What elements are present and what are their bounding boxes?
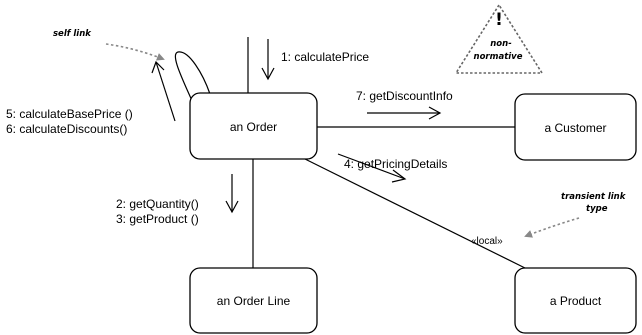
local-stereotype-label: «local» <box>471 236 503 247</box>
self-link-note: self link <box>53 29 92 39</box>
object-an-order-line-label: an Order Line <box>217 294 291 308</box>
message-3-label: 3: getProduct () <box>116 212 199 226</box>
message-5-label: 5: calculateBasePrice () <box>6 107 133 121</box>
nonnormative-line2: normative <box>474 52 523 62</box>
message-4-label: 4: getPricingDetails <box>344 157 447 171</box>
transient-link-note-line1: transient link <box>561 192 627 202</box>
object-a-customer[interactable]: a Customer <box>514 93 637 161</box>
message-1-label: 1: calculatePrice <box>281 50 369 64</box>
object-an-order-label: an Order <box>230 120 277 134</box>
transient-link-note-pointer <box>524 217 580 238</box>
nonnormative-warning: ! non- normative <box>454 3 544 74</box>
message-2-3-arrow <box>225 174 239 214</box>
object-a-product[interactable]: a Product <box>514 267 637 334</box>
message-7-arrow <box>367 106 442 120</box>
message-6-label: 6: calculateDiscounts() <box>6 122 127 136</box>
transient-link-note-line2: type <box>586 204 608 214</box>
nonnormative-line1: non- <box>490 39 512 49</box>
self-link-note-pointer <box>105 43 165 61</box>
object-an-order[interactable]: an Order <box>189 92 318 160</box>
object-a-customer-label: a Customer <box>544 121 606 135</box>
message-4-arrow <box>337 153 407 183</box>
message-2-label: 2: getQuantity() <box>116 197 199 211</box>
message-5-6-arrow <box>151 60 176 122</box>
nonnormative-exclamation: ! <box>495 10 503 30</box>
message-7-label: 7: getDiscountInfo <box>356 89 453 103</box>
message-1-arrow <box>261 39 275 81</box>
object-a-product-label: a Product <box>550 294 602 308</box>
object-an-order-line[interactable]: an Order Line <box>189 267 318 334</box>
link-order-product <box>304 158 526 269</box>
self-link-loop <box>174 51 211 104</box>
